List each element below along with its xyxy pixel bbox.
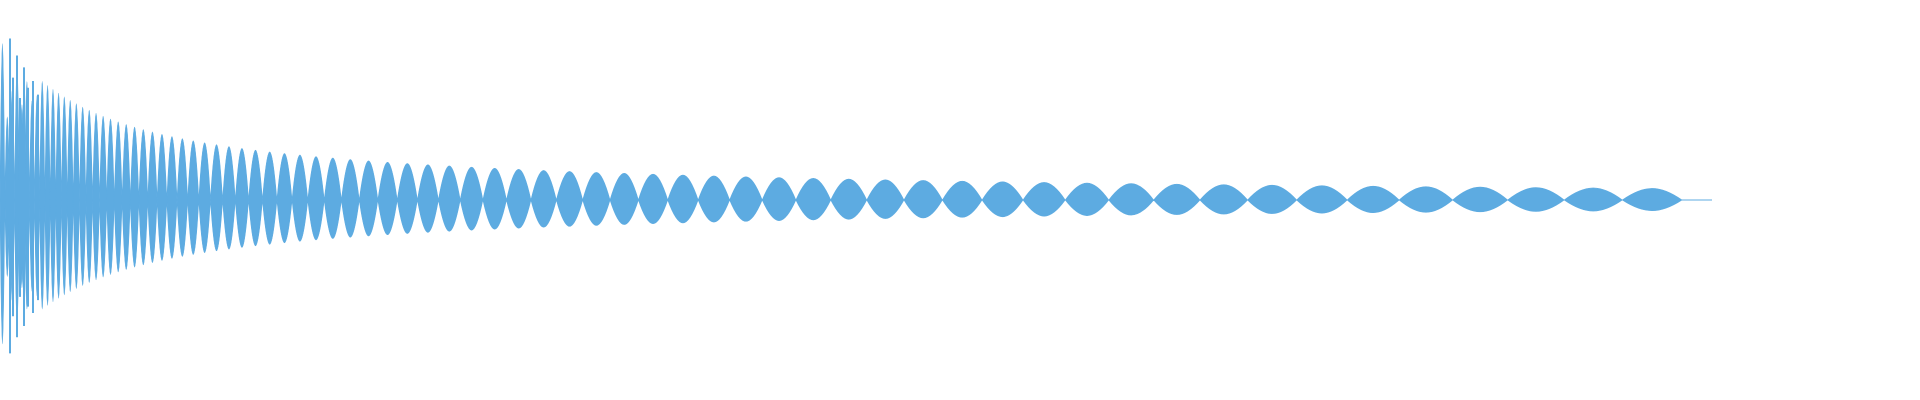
waveform-shape [0,43,1683,345]
